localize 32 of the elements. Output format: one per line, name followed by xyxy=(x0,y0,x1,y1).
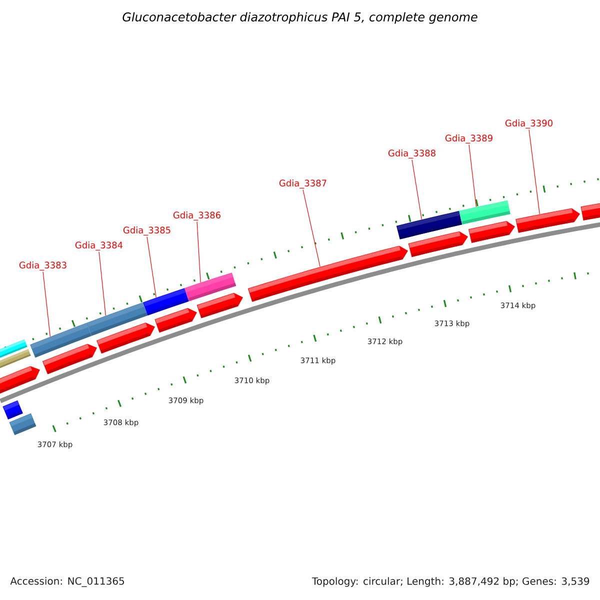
gene-feature xyxy=(154,308,197,333)
gene-label: Gdia_3389 xyxy=(445,134,492,144)
gene-label: Gdia_3386 xyxy=(173,212,220,220)
gene-feature xyxy=(42,344,97,374)
leader-line xyxy=(196,221,201,283)
gene-label: Gdia_3384 xyxy=(75,242,123,250)
gene-feature xyxy=(248,246,408,302)
gene-label: Gdia_3385 xyxy=(123,226,170,236)
gene-feature xyxy=(580,202,600,220)
accession-text: Accession: NC_011365 xyxy=(10,577,124,587)
title: Gluconacetobacter diazotrophicus PAI 5, complete genome xyxy=(122,12,478,24)
gene-feature xyxy=(408,231,468,258)
gene-label: Gdia_3390 xyxy=(505,120,552,128)
gene-feature xyxy=(0,366,40,395)
leader-line xyxy=(412,159,422,220)
leader-line xyxy=(42,271,50,337)
gene-label: Gdia_3387 xyxy=(279,180,326,188)
leader-line xyxy=(528,129,540,214)
feature-bar xyxy=(9,413,36,436)
gene-feature xyxy=(196,292,243,318)
gene-label: Gdia_3383 xyxy=(19,262,66,270)
genome-summary: Topology: circular; Length: 3,887,492 bp; Genes: 3,539 xyxy=(312,577,590,587)
gene-label: Gdia_3388 xyxy=(388,150,436,158)
feature-bar xyxy=(2,400,23,420)
leader-line xyxy=(146,236,156,298)
gene-feature xyxy=(96,322,155,354)
gene-feature xyxy=(468,221,515,243)
leader-line xyxy=(468,144,477,208)
leader-line xyxy=(98,251,106,316)
feature-bar xyxy=(459,200,510,225)
gene-feature xyxy=(516,208,580,233)
leader-line xyxy=(302,189,320,268)
